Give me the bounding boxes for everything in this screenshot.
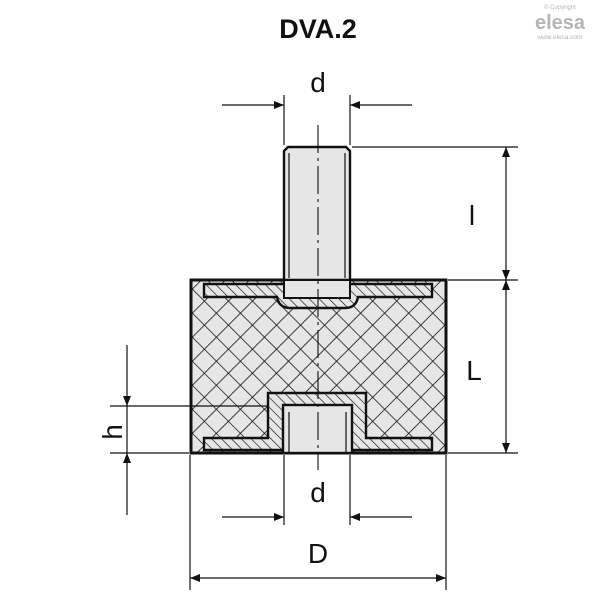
elesa-logo: © Copyright elesa www.elesa.com (535, 4, 586, 41)
dimension-lines (110, 95, 518, 590)
drawing-title: DVA.2 (279, 14, 357, 44)
dim-label-l: l (469, 200, 475, 231)
dim-label-L: L (466, 355, 482, 386)
logo-copyright: © Copyright (544, 4, 576, 11)
logo-url: www.elesa.com (536, 34, 582, 41)
dim-label-stud-d: d (310, 67, 326, 98)
dim-label-D: D (308, 538, 328, 569)
threaded-stud (282, 145, 352, 282)
dim-label-insert-d: d (310, 477, 326, 508)
logo-brand: elesa (535, 12, 586, 34)
dim-label-h: h (97, 424, 128, 440)
